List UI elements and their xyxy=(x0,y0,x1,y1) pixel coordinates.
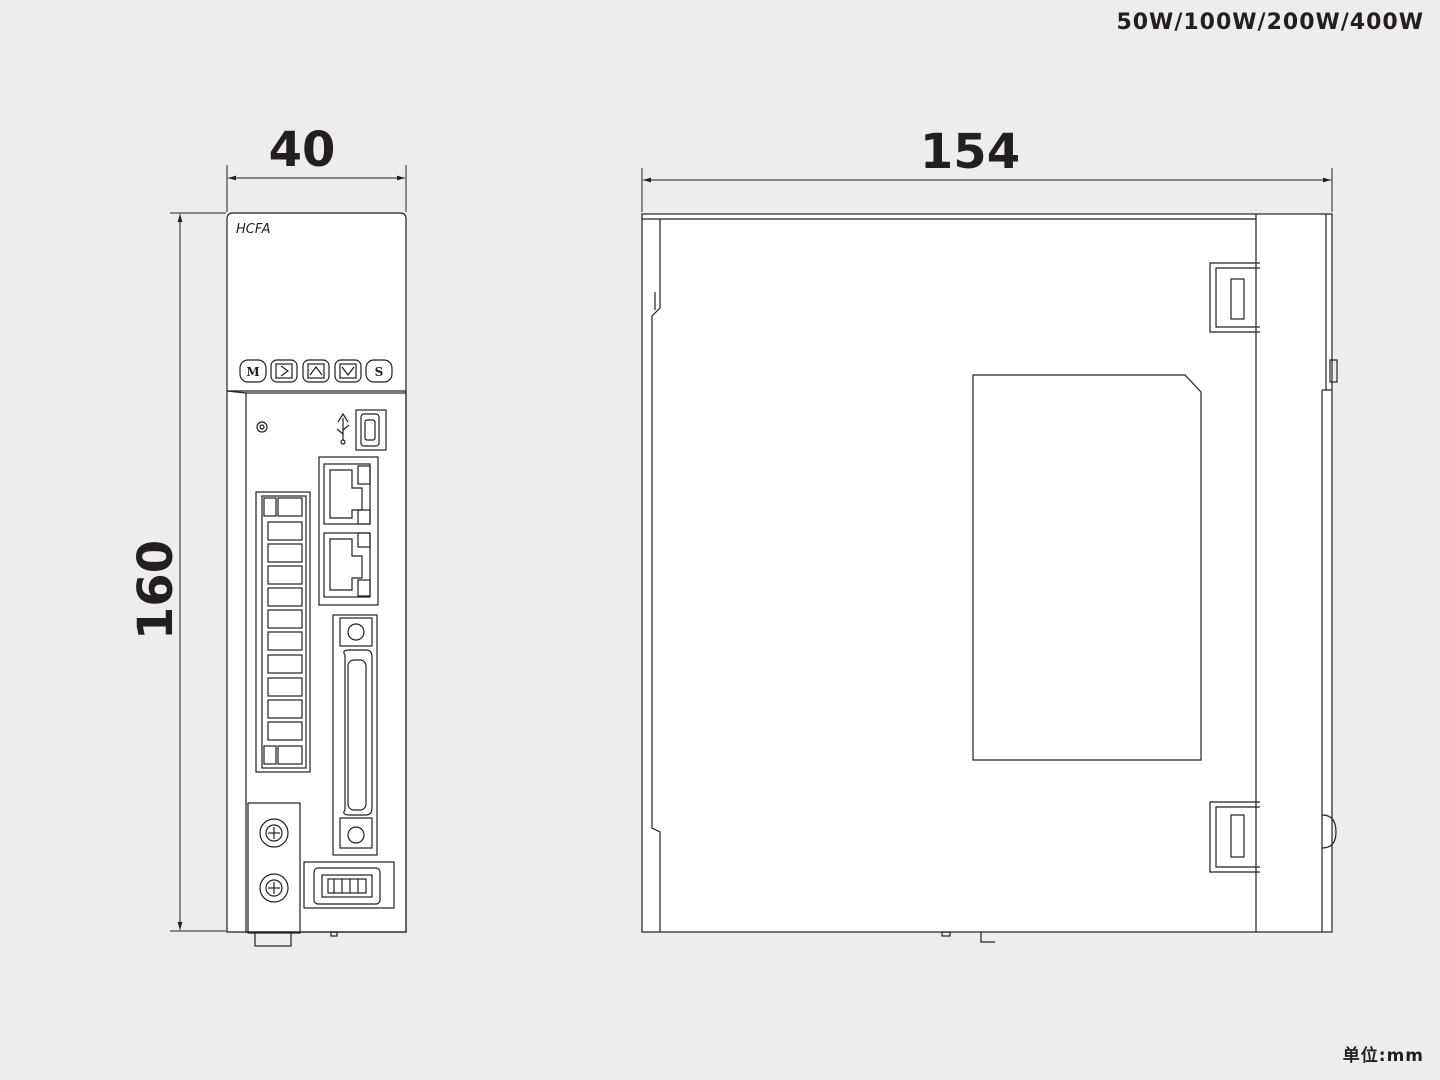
top-latch xyxy=(1209,262,1260,333)
button-m[interactable] xyxy=(239,359,267,383)
screw-icon-bottom xyxy=(259,873,289,903)
rj45-ports xyxy=(318,456,379,606)
usb-icon xyxy=(336,412,350,445)
power-rating-label: 50W/100W/200W/400W xyxy=(1116,10,1424,35)
button-down[interactable] xyxy=(334,359,362,383)
usb-port[interactable] xyxy=(355,409,387,451)
svg-text:S: S xyxy=(375,365,384,379)
bottom-latch xyxy=(1209,801,1260,873)
hcfa-logo: HCFA xyxy=(236,222,270,237)
unit-label: 单位:mm xyxy=(1342,1046,1424,1066)
status-lamp-icon xyxy=(256,421,268,433)
front-width-dimension: 40 xyxy=(226,122,407,212)
side-depth-dimension: 154 xyxy=(641,124,1333,212)
power-terminal xyxy=(247,802,301,947)
terminal-block xyxy=(255,491,311,773)
side-view xyxy=(641,213,1338,943)
front-width-value: 40 xyxy=(269,122,336,178)
button-s[interactable] xyxy=(365,359,393,383)
svg-text:M: M xyxy=(246,365,259,379)
motor-connector xyxy=(303,861,395,937)
button-up[interactable] xyxy=(302,359,330,383)
io-connector xyxy=(332,614,378,856)
front-height-dimension: 160 xyxy=(128,212,226,932)
button-row: M S xyxy=(239,359,393,383)
side-depth-value: 154 xyxy=(920,124,1020,180)
front-view: HCFA M S xyxy=(226,212,407,947)
front-height-value: 160 xyxy=(128,540,184,640)
screw-icon-top xyxy=(259,818,289,848)
button-right[interactable] xyxy=(270,359,298,383)
